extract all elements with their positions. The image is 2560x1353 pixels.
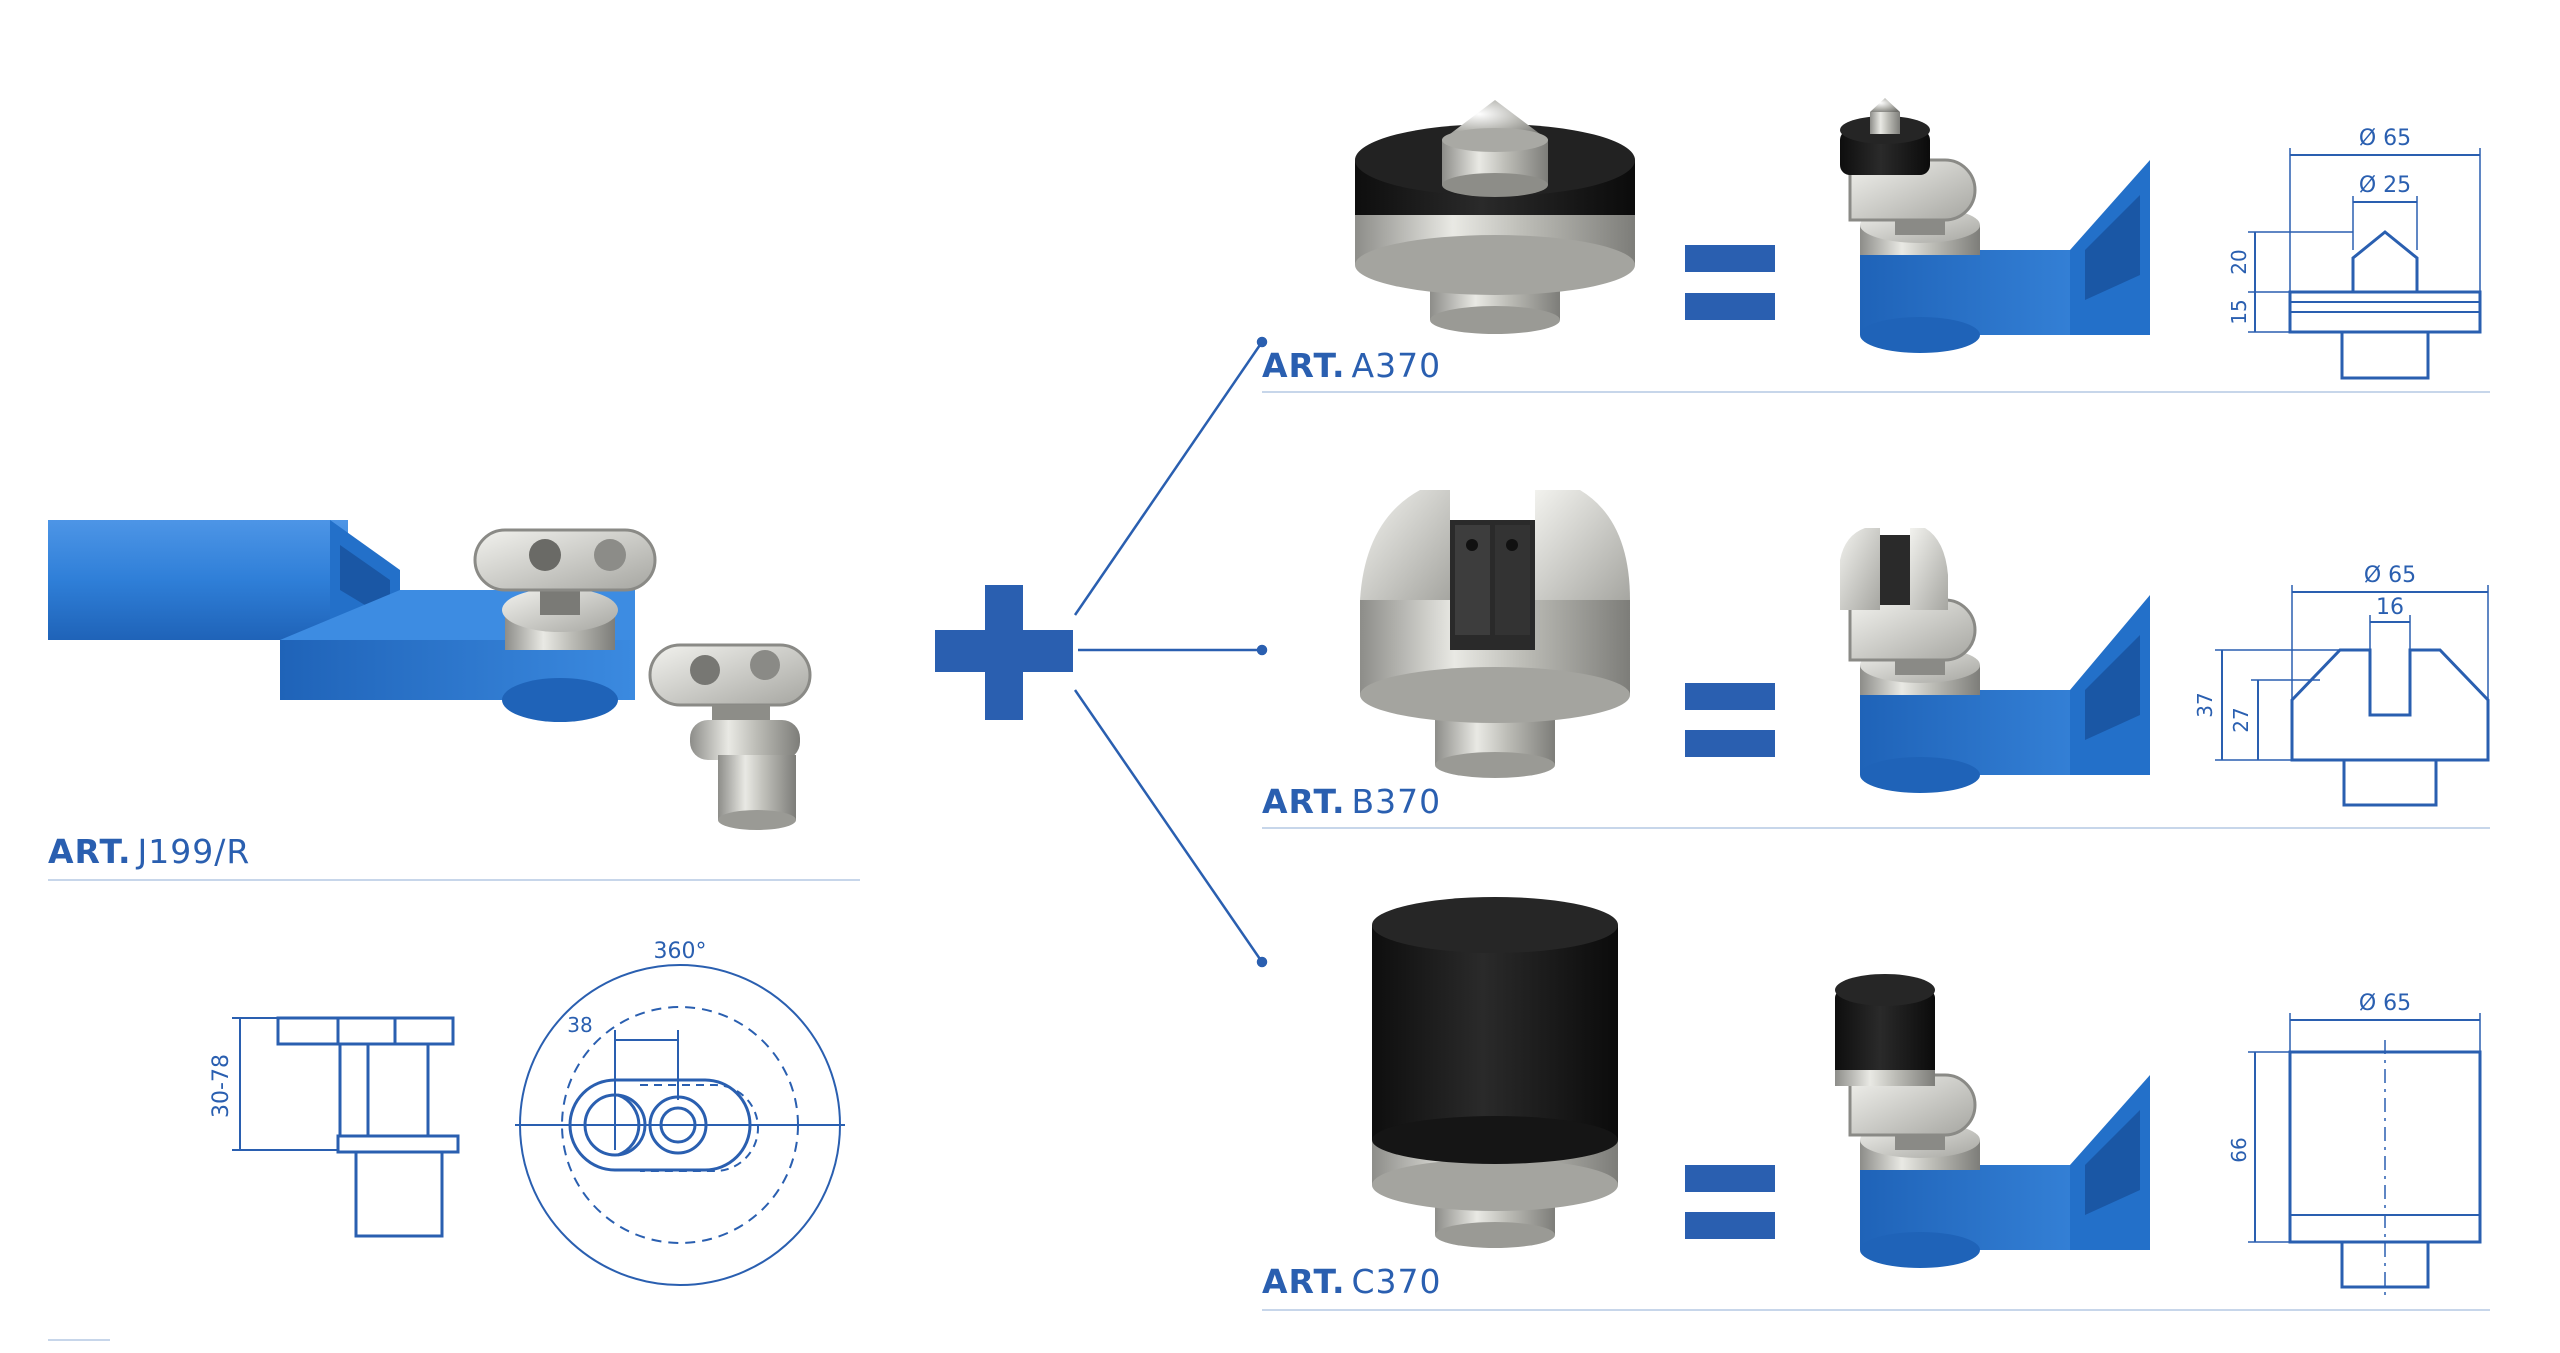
- c370-pad-illustration: [1372, 897, 1618, 1248]
- equals-sign-c: [1685, 1165, 1775, 1239]
- b370-height-2: 27: [2229, 707, 2253, 732]
- loose-adapter-illustration: [648, 643, 812, 830]
- c370-height: 66: [2227, 1137, 2251, 1162]
- a370-pad-illustration: [1355, 100, 1635, 334]
- base-side-view-drawing: [276, 1016, 460, 1238]
- connector-lines: [1073, 336, 1268, 968]
- b370-height-1: 37: [2193, 692, 2217, 717]
- b370-outer-diameter: Ø 65: [2364, 563, 2416, 588]
- article-label-c370: ART.C370: [1262, 1262, 1442, 1301]
- a370-height-1: 20: [2227, 249, 2251, 274]
- base-offset-label: 38: [567, 1013, 592, 1037]
- b370-pad-illustration: [1360, 490, 1630, 778]
- a370-assembly-illustration: [1840, 98, 2150, 353]
- c370-assembly-illustration: [1835, 974, 2150, 1268]
- c370-tech-drawing: [2248, 1013, 2482, 1295]
- b370-tech-drawing: [2215, 585, 2490, 807]
- base-height-dimension: [232, 1017, 338, 1151]
- plus-sign: [935, 585, 1073, 720]
- c370-outer-diameter: Ø 65: [2359, 991, 2411, 1016]
- a370-tech-drawing: [2248, 148, 2482, 380]
- article-label-a370: ART.A370: [1262, 346, 1442, 385]
- article-label-base: ART.J199/R: [48, 832, 251, 871]
- base-arm-illustration: [48, 520, 657, 722]
- a370-height-2: 15: [2227, 299, 2251, 324]
- b370-assembly-illustration: [1840, 528, 2150, 793]
- equals-sign-a: [1685, 245, 1775, 320]
- b370-slot-width: 16: [2376, 595, 2404, 620]
- base-top-view-drawing: [515, 964, 845, 1286]
- base-height-label: 30-78: [209, 1054, 234, 1118]
- a370-outer-diameter: Ø 65: [2359, 126, 2411, 151]
- article-label-b370: ART.B370: [1262, 782, 1442, 821]
- a370-inner-diameter: Ø 25: [2359, 173, 2411, 198]
- equals-sign-b: [1685, 683, 1775, 757]
- base-rotation-label: 360°: [654, 939, 707, 964]
